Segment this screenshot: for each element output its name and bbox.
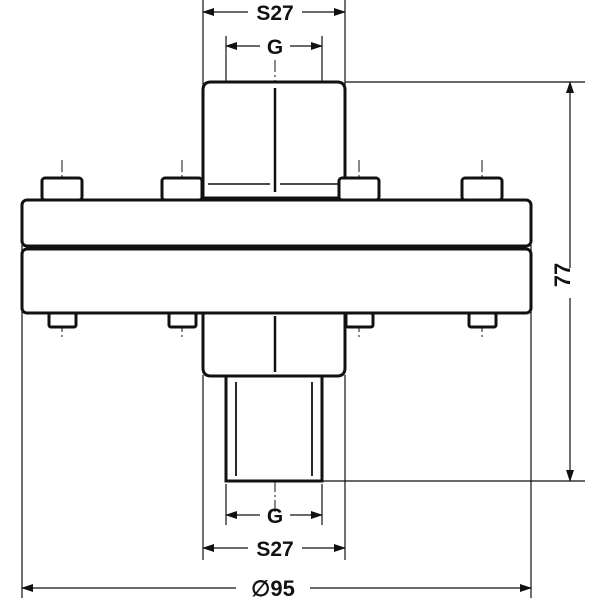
- top-hex-nut: [201, 80, 347, 200]
- bottom-hex-nut: [201, 311, 347, 378]
- extension-lines: [21, 0, 585, 598]
- flange-upper: [20, 198, 533, 248]
- bolt-ends-bottom: [47, 311, 498, 329]
- flange-lower: [20, 247, 533, 315]
- bottom-wrench-size-label: S27: [256, 538, 293, 561]
- top-thread-label: G: [267, 36, 283, 59]
- diameter-label: ∅95: [251, 576, 295, 600]
- bottom-threaded-stub: [224, 374, 324, 483]
- height-label: 77: [550, 263, 575, 287]
- bottom-thread-label: G: [267, 505, 283, 528]
- dimension-lines: [21, 7, 574, 592]
- top-wrench-size-label: S27: [256, 2, 293, 25]
